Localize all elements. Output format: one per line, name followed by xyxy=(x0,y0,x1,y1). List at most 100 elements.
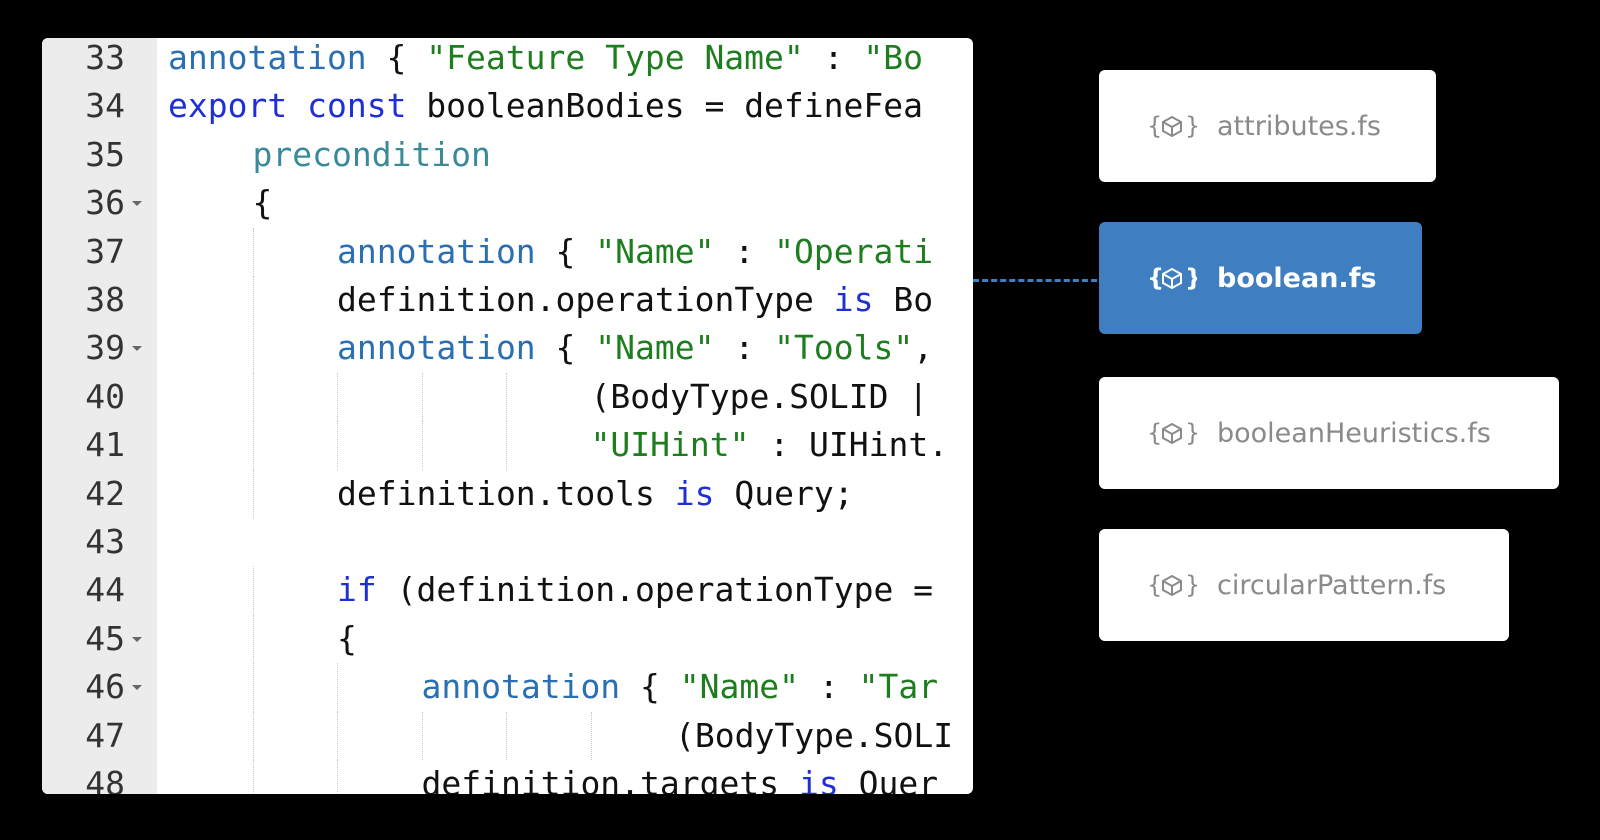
file-card-circular-pattern[interactable]: { } circularPattern.fs xyxy=(1099,529,1509,641)
line-number: 46 xyxy=(85,667,125,707)
code-line[interactable]: 44 if (definition.operationType = xyxy=(42,566,973,615)
code-line[interactable]: 38 definition.operationType is Bo xyxy=(42,276,973,325)
indent-guide xyxy=(252,614,254,664)
svg-text:}: } xyxy=(1185,264,1197,292)
code-token: : UIHint. xyxy=(749,425,949,465)
code-token: "Name" xyxy=(595,231,715,271)
code-line[interactable]: 46 annotation { "Name" : "Tar xyxy=(42,663,973,712)
code-token: { xyxy=(535,231,596,271)
code-token: "Operati xyxy=(774,231,934,271)
line-number: 42 xyxy=(85,473,125,513)
svg-text:}: } xyxy=(1185,571,1197,599)
file-card-boolean-heuristics[interactable]: { } booleanHeuristics.fs xyxy=(1099,377,1559,489)
indent-guide xyxy=(421,372,423,422)
line-number: 37 xyxy=(85,231,125,271)
indent-guide xyxy=(252,566,254,615)
indent-guide xyxy=(421,711,423,760)
line-number: 35 xyxy=(85,134,125,174)
indent-guide xyxy=(252,469,254,518)
svg-text:{: { xyxy=(1147,419,1162,447)
indent-guide xyxy=(252,711,254,760)
code-text: if (definition.operationType = xyxy=(337,566,933,614)
svg-text:}: } xyxy=(1185,419,1197,447)
line-number: 47 xyxy=(85,715,125,755)
indent-guide xyxy=(337,372,338,422)
code-token: (definition.operationType = xyxy=(376,570,934,610)
code-text: { xyxy=(253,179,273,227)
code-token: (BodyType.SOLID | xyxy=(590,376,949,416)
code-line[interactable]: 41"UIHint" : UIHint. xyxy=(42,421,973,470)
code-line[interactable]: 47 (BodyType.SOLI xyxy=(42,711,973,760)
code-token: is xyxy=(674,473,715,513)
indent-guide xyxy=(252,324,254,373)
file-card-attributes[interactable]: { } attributes.fs xyxy=(1099,70,1436,182)
indent-guide xyxy=(252,760,254,794)
indent-guide xyxy=(337,711,338,760)
code-text: { xyxy=(337,615,357,663)
indent-guide xyxy=(506,711,507,760)
code-line[interactable]: 45 { xyxy=(42,614,973,664)
code-line[interactable]: 35 precondition xyxy=(42,131,973,179)
svg-text:{: { xyxy=(1147,264,1164,292)
code-token: const xyxy=(307,86,407,126)
feature-studio-icon: { } xyxy=(1147,418,1197,448)
code-token: , xyxy=(913,328,934,368)
indent-guide xyxy=(590,711,592,760)
line-number: 40 xyxy=(85,376,125,416)
indent-guide xyxy=(421,421,423,470)
code-text: definition.operationType is Bo xyxy=(337,276,933,324)
line-number: 44 xyxy=(85,570,125,610)
indent-guide xyxy=(252,663,254,712)
code-token: definition.targets xyxy=(421,764,799,794)
code-token: "Tar xyxy=(858,667,939,707)
code-token: "Name" xyxy=(679,667,800,707)
svg-text:{: { xyxy=(1147,571,1162,599)
code-token: "Feature Type Name" xyxy=(426,38,804,77)
code-token: (BodyType.SOLI xyxy=(675,715,954,755)
line-number: 38 xyxy=(85,280,125,319)
code-line[interactable]: 39 annotation { "Name" : "Tools", xyxy=(42,324,973,373)
fold-arrow-icon[interactable] xyxy=(132,636,142,642)
code-token: : xyxy=(799,667,859,707)
code-line[interactable]: 36{ xyxy=(42,179,973,227)
code-text: annotation { "Feature Type Name" : "Bo xyxy=(168,38,923,82)
indent-guide xyxy=(252,276,254,325)
indent-guide xyxy=(337,663,338,712)
code-token: definition.tools xyxy=(337,473,675,513)
fold-arrow-icon[interactable] xyxy=(132,201,142,207)
code-token: : xyxy=(714,328,775,368)
code-token: "UIHint" xyxy=(590,425,750,465)
file-card-boolean[interactable]: { } boolean.fs xyxy=(1099,222,1422,334)
code-token: annotation xyxy=(337,328,536,368)
indent-guide xyxy=(506,372,507,422)
code-token: Bo xyxy=(873,280,934,319)
fold-arrow-icon[interactable] xyxy=(132,346,142,352)
code-token: annotation xyxy=(168,38,367,77)
file-name: circularPattern.fs xyxy=(1217,569,1447,601)
code-token: export xyxy=(168,86,288,126)
line-number: 45 xyxy=(85,618,125,658)
file-name: boolean.fs xyxy=(1217,262,1377,294)
indent-guide xyxy=(252,227,254,276)
code-text: precondition xyxy=(253,131,491,179)
fold-arrow-icon[interactable] xyxy=(132,685,142,691)
indent-guide xyxy=(252,421,254,470)
feature-studio-icon: { } xyxy=(1147,263,1197,293)
line-number-gutter xyxy=(42,38,157,794)
code-token: { xyxy=(620,667,680,707)
code-line[interactable]: 43 xyxy=(42,518,973,566)
line-number: 39 xyxy=(85,328,125,368)
code-text: annotation { "Name" : "Tools", xyxy=(337,324,933,372)
code-line[interactable]: 40 (BodyType.SOLID | xyxy=(42,372,973,422)
code-token: "Bo xyxy=(863,38,924,77)
code-token: "Tools" xyxy=(774,328,914,368)
code-text: annotation { "Name" : "Tar xyxy=(422,663,939,711)
line-number: 48 xyxy=(85,764,125,794)
